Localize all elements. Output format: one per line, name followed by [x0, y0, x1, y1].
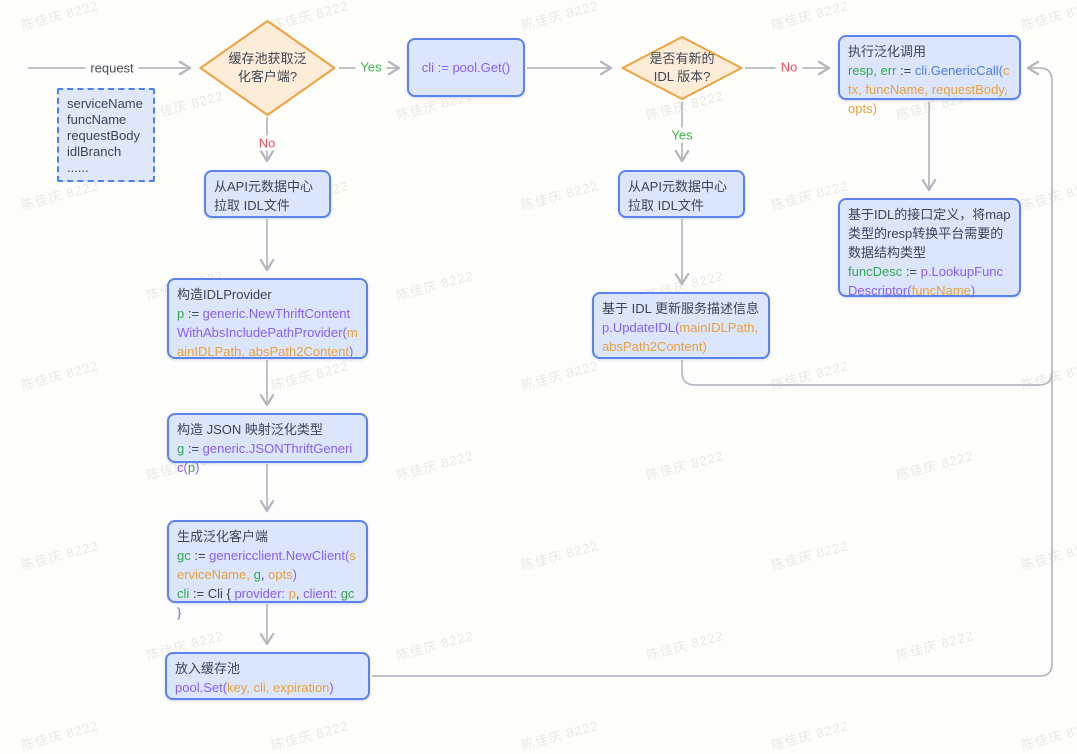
node-pull-idl-mid: 从API元数据中心拉取 IDL文件	[618, 170, 745, 218]
node-json-generic: 构造 JSON 映射泛化类型 g := generic.JSONThriftGe…	[167, 413, 368, 475]
generic-call-title: 执行泛化调用	[848, 44, 927, 59]
node-pool-get: cli := pool.Get()	[407, 38, 525, 97]
lookup-descriptor-code: funcDesc := p.LookupFuncDescriptor(funcN…	[848, 264, 1004, 298]
generic-call-code: resp, err := cli.GenericCall(ctx, funcNa…	[848, 63, 1010, 116]
decision-cache-line1: 缓存池获取泛	[228, 51, 307, 66]
edge-label-yes-2: Yes	[666, 127, 698, 143]
pull-idl-mid-text: 从API元数据中心拉取 IDL文件	[628, 179, 727, 213]
node-pool-set: 放入缓存池 pool.Set(key, cli, expiration)	[165, 652, 370, 700]
edge-label-no-1: No	[253, 135, 281, 151]
decision-cache-pool: 缓存池获取泛 化客户端?	[199, 20, 336, 116]
node-generic-call: 执行泛化调用 resp, err := cli.GenericCall(ctx,…	[838, 35, 1021, 116]
node-pull-idl-left: 从API元数据中心拉取 IDL文件	[204, 170, 331, 218]
param-idl-branch: idlBranch	[67, 144, 122, 159]
param-request-body: requestBody	[67, 128, 140, 143]
pool-set-code: pool.Set(key, cli, expiration)	[175, 680, 334, 695]
update-idl-title: 基于 IDL 更新服务描述信息	[602, 301, 759, 316]
node-idl-provider: 构造IDLProvider p := generic.NewThriftCont…	[167, 278, 368, 359]
param-ellipsis: ......	[67, 160, 89, 175]
new-client-code-2: cli := Cli { provider: p, client: gc }	[177, 586, 355, 620]
edge-label-request: request	[85, 60, 139, 76]
param-service-name: serviceName	[67, 96, 143, 111]
idl-provider-title: 构造IDLProvider	[177, 287, 272, 302]
node-update-idl: 基于 IDL 更新服务描述信息 p.UpdateIDL(mainIDLPath,…	[592, 292, 770, 359]
new-client-title: 生成泛化客户端	[177, 529, 269, 544]
json-generic-title: 构造 JSON 映射泛化类型	[177, 422, 323, 437]
pull-idl-left-text: 从API元数据中心拉取 IDL文件	[214, 179, 313, 213]
decision-idl-line2: IDL 版本?	[653, 69, 711, 84]
json-generic-code: g := generic.JSONThriftGeneric(p)	[177, 441, 353, 475]
decision-idl-line1: 是否有新的	[649, 51, 715, 66]
new-client-code-1: gc := genericclient.NewClient(serviceNam…	[177, 548, 356, 582]
decision-idl-version: 是否有新的 IDL 版本?	[621, 36, 743, 100]
decision-cache-line2: 化客户端?	[237, 69, 298, 84]
node-lookup-descriptor: 基于IDL的接口定义，将map类型的resp转换平台需要的数据结构类型 func…	[838, 198, 1021, 298]
param-func-name: funcName	[67, 112, 127, 127]
update-idl-code: p.UpdateIDL(mainIDLPath, absPath2Content…	[602, 320, 759, 354]
idl-provider-code: p := generic.NewThriftContentWithAbsIncl…	[177, 306, 358, 359]
connector-lines	[28, 60, 1053, 677]
node-new-client: 生成泛化客户端 gc := genericclient.NewClient(se…	[167, 520, 368, 620]
edge-label-no-2: No	[775, 59, 803, 75]
lookup-descriptor-title: 基于IDL的接口定义，将map类型的resp转换平台需要的数据结构类型	[848, 207, 1011, 260]
pool-get-code: cli := pool.Get()	[421, 60, 511, 75]
pool-set-title: 放入缓存池	[175, 661, 241, 676]
request-params-box: serviceName funcName requestBody idlBran…	[57, 88, 155, 182]
edge-label-yes-1: Yes	[355, 59, 387, 75]
